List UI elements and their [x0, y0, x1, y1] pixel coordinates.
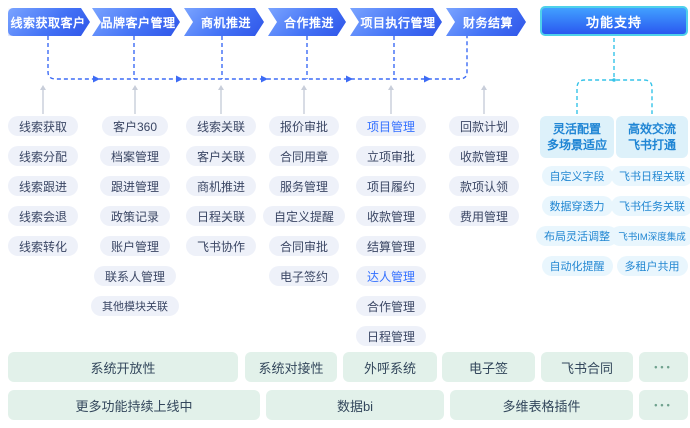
stage-button-lead-acquire: 线索获取客户 [8, 8, 90, 36]
support-group-title-line: 高效交流 [627, 122, 676, 136]
feature-pill: 合作管理 [355, 296, 426, 316]
stage-button-project-exec: 项目执行管理 [350, 8, 442, 36]
capability-box: 电子签 [442, 352, 535, 382]
support-pill: 飞书日程关联 [611, 166, 690, 186]
feature-pill: 线索关联 [185, 116, 256, 136]
feature-pill: 跟进管理 [99, 176, 170, 196]
column-lead: 线索获取 线索分配 线索跟进 线索会退 线索转化 [0, 116, 86, 256]
stage-button-opportunity: 商机推进 [184, 8, 264, 36]
stage-button-brand-customer: 品牌客户管理 [92, 8, 180, 36]
feature-pill: 客户360 [101, 116, 169, 136]
support-button: 功能支持 [540, 6, 688, 36]
column-project: 项目管理 立项审批 项目履约 收款管理 结算管理 达人管理 合作管理 日程管理 [346, 116, 436, 346]
capability-box: 外呼系统 [343, 352, 437, 382]
feature-pill: 合同用章 [268, 146, 339, 166]
support-column-config: 自定义字段 数据穿透力 布局灵活调整 自动化提醒 [536, 166, 618, 276]
stage-button-cooperation: 合作推进 [268, 8, 346, 36]
feature-pill: 日程关联 [185, 206, 256, 226]
support-pill: 自定义字段 [541, 166, 613, 186]
feature-pill: 线索获取 [7, 116, 78, 136]
feature-pill: 项目履约 [355, 176, 426, 196]
column-drop-lines [42, 89, 485, 114]
stage-button-finance: 财务结算 [446, 8, 526, 36]
support-group-feishu-header: 高效交流 飞书打通 [616, 116, 688, 158]
feature-pill: 报价审批 [268, 116, 339, 136]
capability-box: 数据bi [266, 390, 444, 420]
feature-pill: 客户关联 [185, 146, 256, 166]
feature-pill: 飞书协作 [185, 236, 256, 256]
column-cooperation: 报价审批 合同用章 服务管理 自定义提醒 合同审批 电子签约 [258, 116, 350, 286]
feature-pill: 自定义提醒 [262, 206, 345, 226]
feature-pill: 联系人管理 [93, 266, 176, 286]
column-opportunity: 线索关联 客户关联 商机推进 日程关联 飞书协作 [176, 116, 266, 256]
support-pill: 自动化提醒 [541, 256, 613, 276]
column-drop-arrowheads [40, 85, 487, 90]
support-group-title-line: 飞书打通 [627, 138, 676, 152]
feature-pill: 电子签约 [268, 266, 339, 286]
feature-pill: 线索转化 [7, 236, 78, 256]
support-column-feishu: 飞书日程关联 飞书任务关联 飞书IM深度集成 多租户共用 [610, 166, 690, 276]
support-group-config-header: 灵活配置 多场景适应 [540, 116, 614, 158]
feature-pill: 线索跟进 [7, 176, 78, 196]
column-customer: 客户360 档案管理 跟进管理 政策记录 账户管理 联系人管理 其他模块关联 [88, 116, 182, 316]
capability-box: 多维表格插件 [450, 390, 633, 420]
feature-pill: 档案管理 [99, 146, 170, 166]
feature-pill: 服务管理 [268, 176, 339, 196]
feature-pill: 收款管理 [448, 146, 519, 166]
feature-pill: 结算管理 [355, 236, 426, 256]
support-pill: 飞书任务关联 [611, 196, 690, 216]
capability-box: 更多功能持续上线中 [8, 390, 260, 420]
feature-pill-highlight: 达人管理 [355, 266, 426, 286]
feature-pill: 款项认领 [448, 176, 519, 196]
support-connector-junction [612, 78, 616, 82]
feature-pill: 收款管理 [355, 206, 426, 226]
more-dots-icon: ••• [639, 390, 688, 420]
capability-box: 系统对接性 [245, 352, 337, 382]
column-finance: 回款计划 收款管理 款项认领 费用管理 [438, 116, 530, 226]
support-pill: 布局灵活调整 [536, 226, 618, 246]
feature-pill: 线索分配 [7, 146, 78, 166]
capability-box: 飞书合同 [541, 352, 633, 382]
support-group-title-line: 灵活配置 [552, 122, 601, 136]
feature-pill: 政策记录 [99, 206, 170, 226]
feature-pill: 日程管理 [355, 326, 426, 346]
flow-arrowheads [93, 75, 431, 83]
support-pill: 多租户共用 [616, 256, 688, 276]
feature-pill: 商机推进 [185, 176, 256, 196]
feature-pill: 其他模块关联 [91, 296, 179, 316]
capability-box: 系统开放性 [8, 352, 238, 382]
support-pill: 数据穿透力 [541, 196, 613, 216]
stage-connector-lines [47, 36, 468, 80]
feature-pill: 回款计划 [448, 116, 519, 136]
feature-pill: 合同审批 [268, 236, 339, 256]
more-dots-icon: ••• [639, 352, 688, 382]
feature-pill: 账户管理 [99, 236, 170, 256]
support-connector-lines [576, 38, 653, 114]
feature-pill: 立项审批 [355, 146, 426, 166]
feature-pill: 线索会退 [7, 206, 78, 226]
feature-pill-highlight: 项目管理 [355, 116, 426, 136]
support-pill: 飞书IM深度集成 [610, 226, 690, 246]
support-group-title-line: 多场景适应 [546, 138, 607, 152]
feature-pill: 费用管理 [448, 206, 519, 226]
